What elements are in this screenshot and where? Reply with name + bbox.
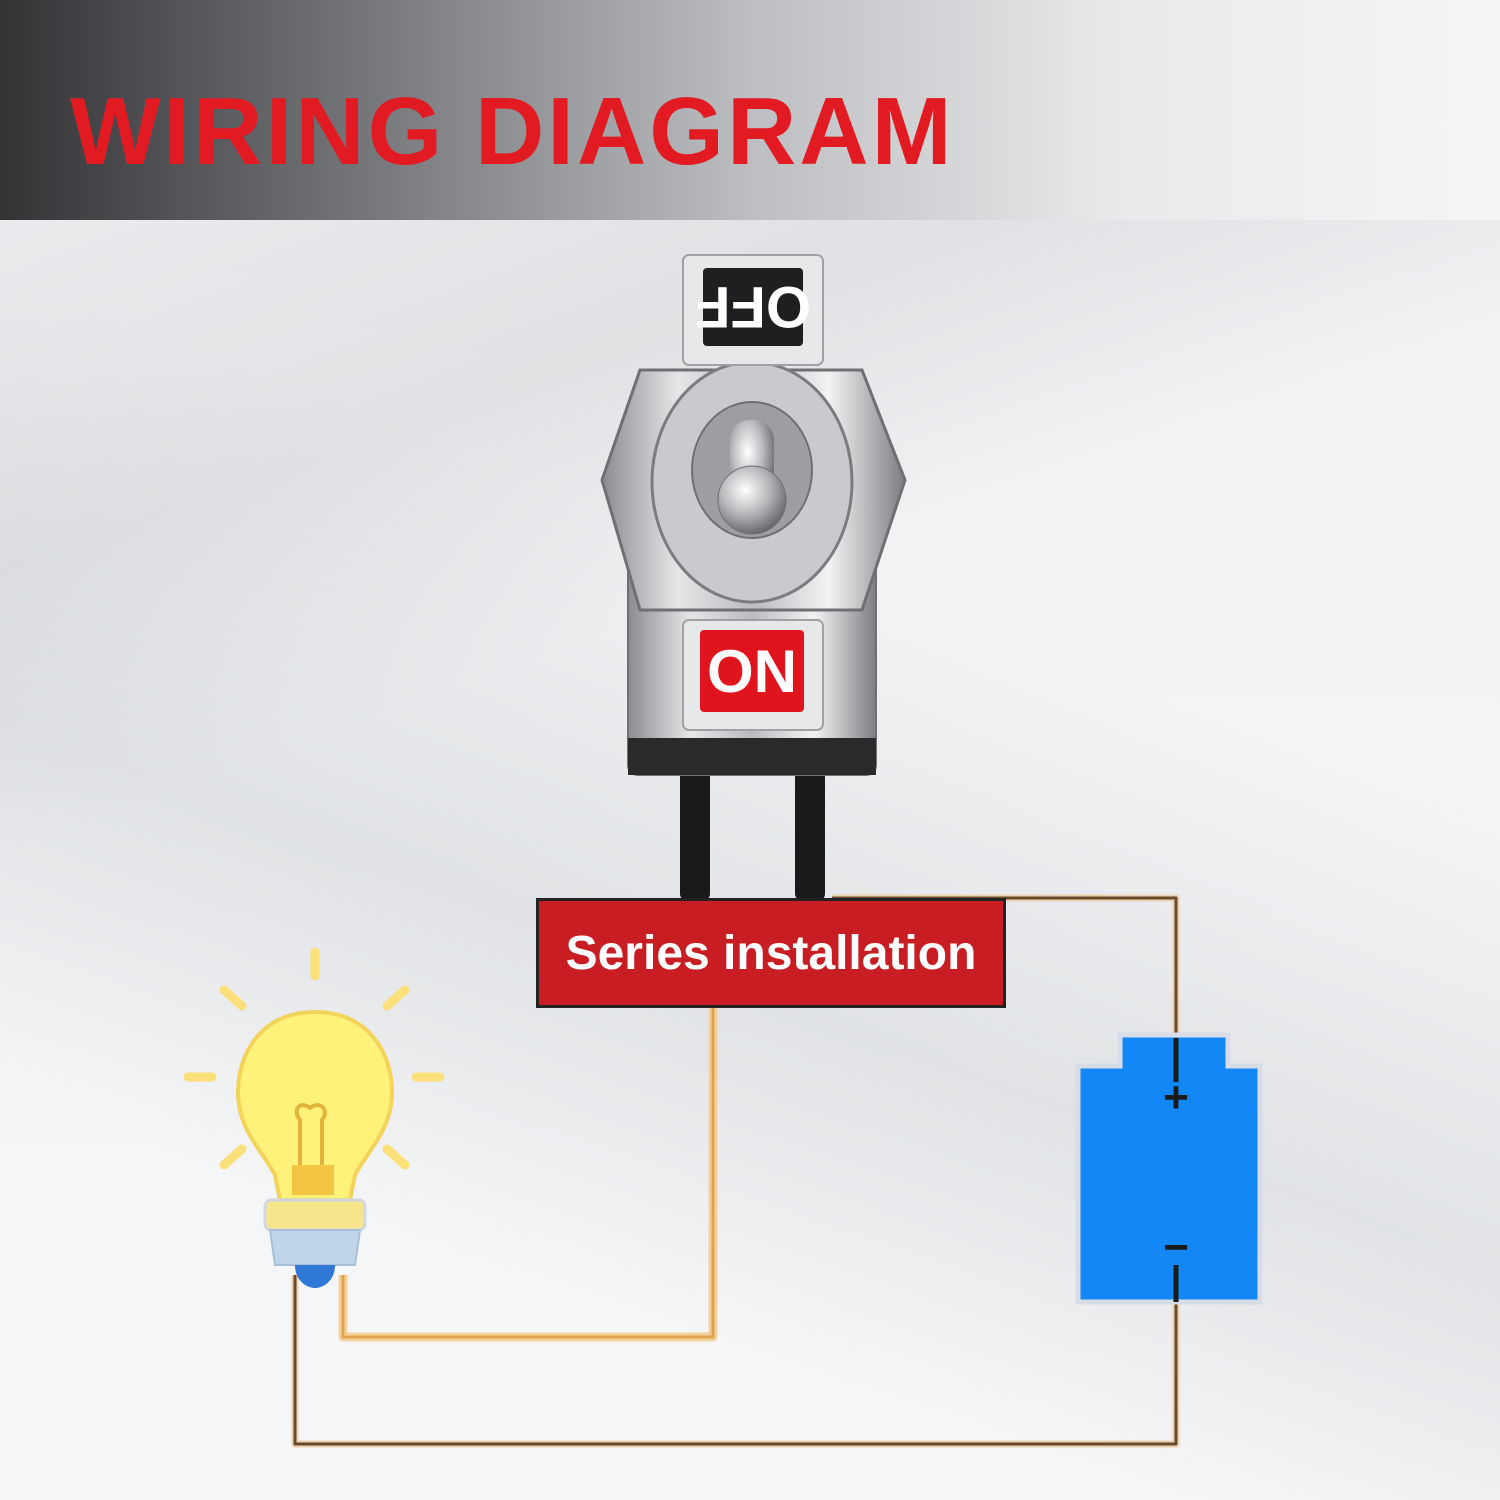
bulb-rays [183, 947, 445, 1170]
series-installation-label: Series installation [536, 898, 1006, 1008]
battery-body [1075, 1032, 1263, 1305]
wire-bulb-to-switch [338, 1008, 718, 1342]
on-label: ON [707, 638, 797, 705]
header-band [0, 0, 1500, 220]
off-label: OFF [695, 274, 811, 339]
battery-icon: + − [1075, 1032, 1263, 1305]
light-bulb-icon [183, 947, 445, 1288]
series-installation-text: Series installation [565, 926, 977, 980]
battery-negative-sign: − [1163, 1223, 1189, 1272]
bulb-socket [263, 1198, 367, 1232]
switch-lead-right [795, 760, 825, 900]
toggle-switch: OFF ON [600, 254, 907, 900]
bulb-tip [295, 1265, 335, 1288]
battery-positive-sign: + [1163, 1073, 1189, 1122]
switch-lead-left [680, 760, 710, 900]
page-title: WIRING DIAGRAM [70, 78, 955, 185]
wire-battery-to-bulb [291, 1270, 1180, 1448]
bulb-filament-base [292, 1165, 334, 1195]
